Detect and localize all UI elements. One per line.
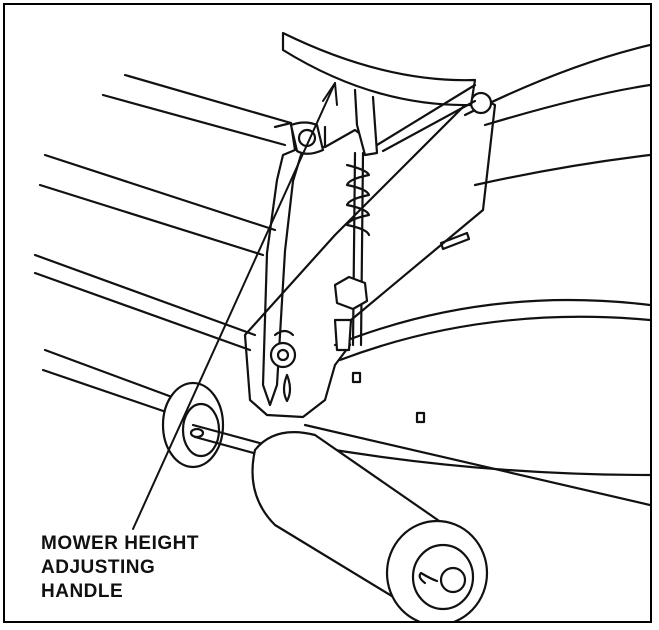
rear-roller	[161, 381, 269, 469]
height-adjusting-handle	[281, 31, 477, 157]
mower-deck	[33, 43, 650, 507]
front-roller	[251, 431, 489, 621]
callout-line-2: ADJUSTING	[41, 557, 156, 578]
spring-rod-assembly	[333, 151, 371, 352]
callout-leader	[132, 82, 338, 530]
bracket-hardware	[269, 329, 297, 403]
mower-deck-illustration	[33, 31, 650, 621]
callout-line-3: HANDLE	[41, 581, 124, 602]
illustration-frame: MOWER HEIGHT ADJUSTING HANDLE	[3, 3, 652, 623]
callout-line-1: MOWER HEIGHT	[41, 533, 199, 554]
callout-label: MOWER HEIGHT ADJUSTING HANDLE	[41, 532, 199, 604]
